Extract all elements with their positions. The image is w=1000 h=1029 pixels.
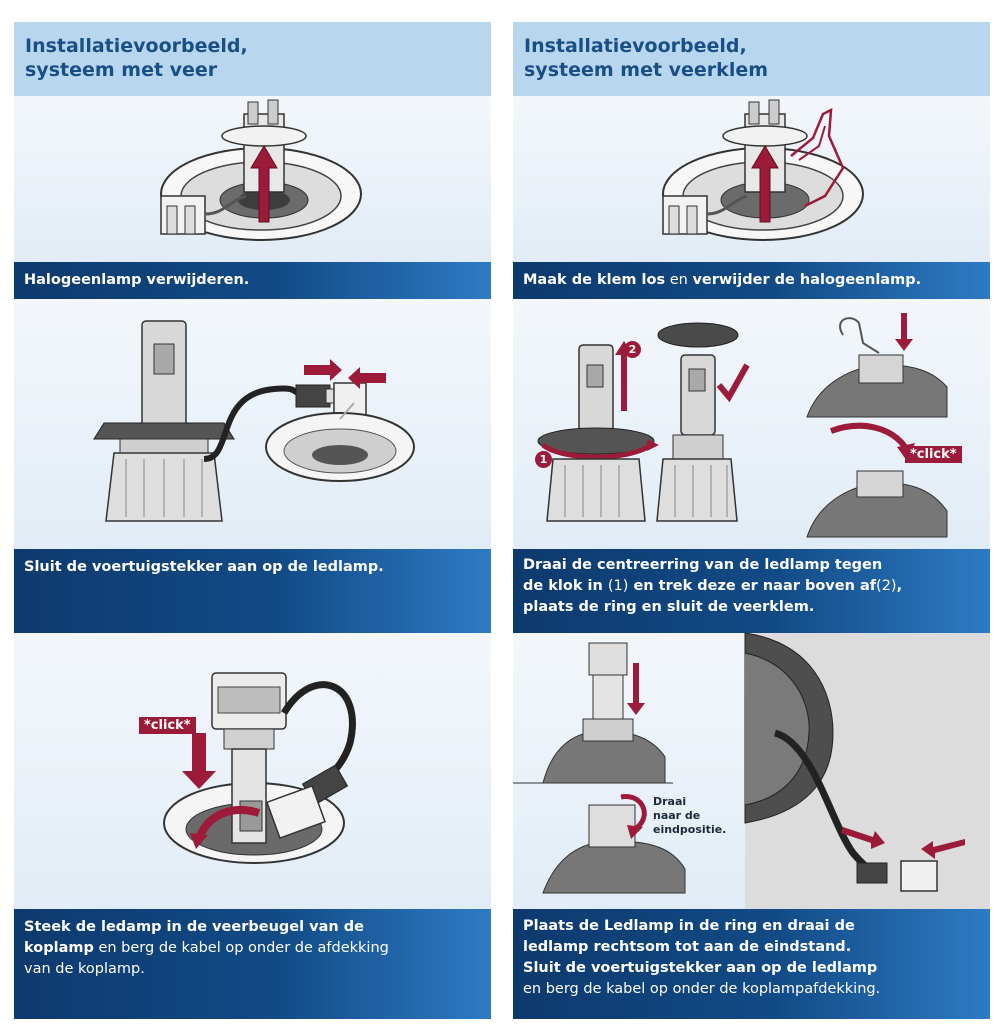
left-header-line2: systeem met veer — [25, 59, 218, 81]
right-step1-caption: Maak de klem los en verwijder de halogee… — [513, 262, 990, 299]
right-step2-illustration: 1 2 *click* — [513, 299, 990, 549]
right-column: Installatievoorbeeld, systeem met veerkl… — [513, 22, 990, 1019]
right-step1-illustration — [513, 96, 990, 262]
left-step1-illustration — [14, 96, 491, 262]
step-number-1: 1 — [535, 451, 552, 468]
right-click-tag: *click* — [905, 446, 962, 463]
step-number-2: 2 — [624, 341, 641, 358]
left-column: Installatievoorbeeld, systeem met veer H… — [14, 22, 491, 1019]
left-step3-illustration: *click* — [14, 633, 491, 909]
left-step3-line3: van de koplamp. — [24, 961, 145, 977]
left-click-tag: *click* — [139, 717, 196, 734]
right-step1-normal1: en — [665, 272, 693, 288]
left-step1-text: Halogeenlamp verwijderen. — [24, 272, 250, 288]
left-step3-caption: Steek de ledamp in de veerbeugel van de … — [14, 909, 491, 1019]
right-step3-illustration: Draai naar de eindpositie. — [513, 633, 990, 909]
rotate-note: Draai naar de eindpositie. — [653, 795, 727, 836]
right-step3-line1: Plaats de Ledlamp in de ring en draai de — [523, 918, 855, 934]
left-header-line1: Installatievoorbeeld, — [25, 35, 248, 57]
right-step2-line3: plaats de ring en sluit de veerklem. — [523, 599, 815, 615]
left-step2-illustration — [14, 299, 491, 549]
right-step2-caption: Draai de centreerring van de ledlamp teg… — [513, 549, 990, 633]
right-step1-bold2: verwijder de halogeenlamp. — [692, 272, 922, 288]
right-step2-line2: de klok in (1) en trek deze er naar bove… — [523, 578, 903, 594]
left-step1-caption: Halogeenlamp verwijderen. — [14, 262, 491, 299]
right-step3-line2: ledlamp rechtsom tot aan de eindstand. — [523, 939, 852, 955]
right-header-line2: systeem met veerklem — [524, 59, 769, 81]
right-step3-line4: en berg de kabel op onder de koplampafde… — [523, 981, 881, 997]
left-step3-line2: koplamp en berg de kabel op onder de afd… — [24, 940, 389, 956]
left-header: Installatievoorbeeld, systeem met veer — [14, 22, 491, 96]
left-step2-text: Sluit de voertuigstekker aan op de ledla… — [24, 559, 384, 575]
left-step3-line1: Steek de ledamp in de veerbeugel van de — [24, 919, 364, 935]
right-step3-line3: Sluit de voertuigstekker aan op de ledla… — [523, 960, 878, 976]
left-step2-caption: Sluit de voertuigstekker aan op de ledla… — [14, 549, 491, 633]
right-step2-line1: Draai de centreerring van de ledlamp teg… — [523, 557, 883, 573]
right-step3-caption: Plaats de Ledlamp in de ring en draai de… — [513, 909, 990, 1019]
right-header-line1: Installatievoorbeeld, — [524, 35, 747, 57]
right-header: Installatievoorbeeld, systeem met veerkl… — [513, 22, 990, 96]
right-step1-bold1: Maak de klem los — [523, 272, 666, 288]
